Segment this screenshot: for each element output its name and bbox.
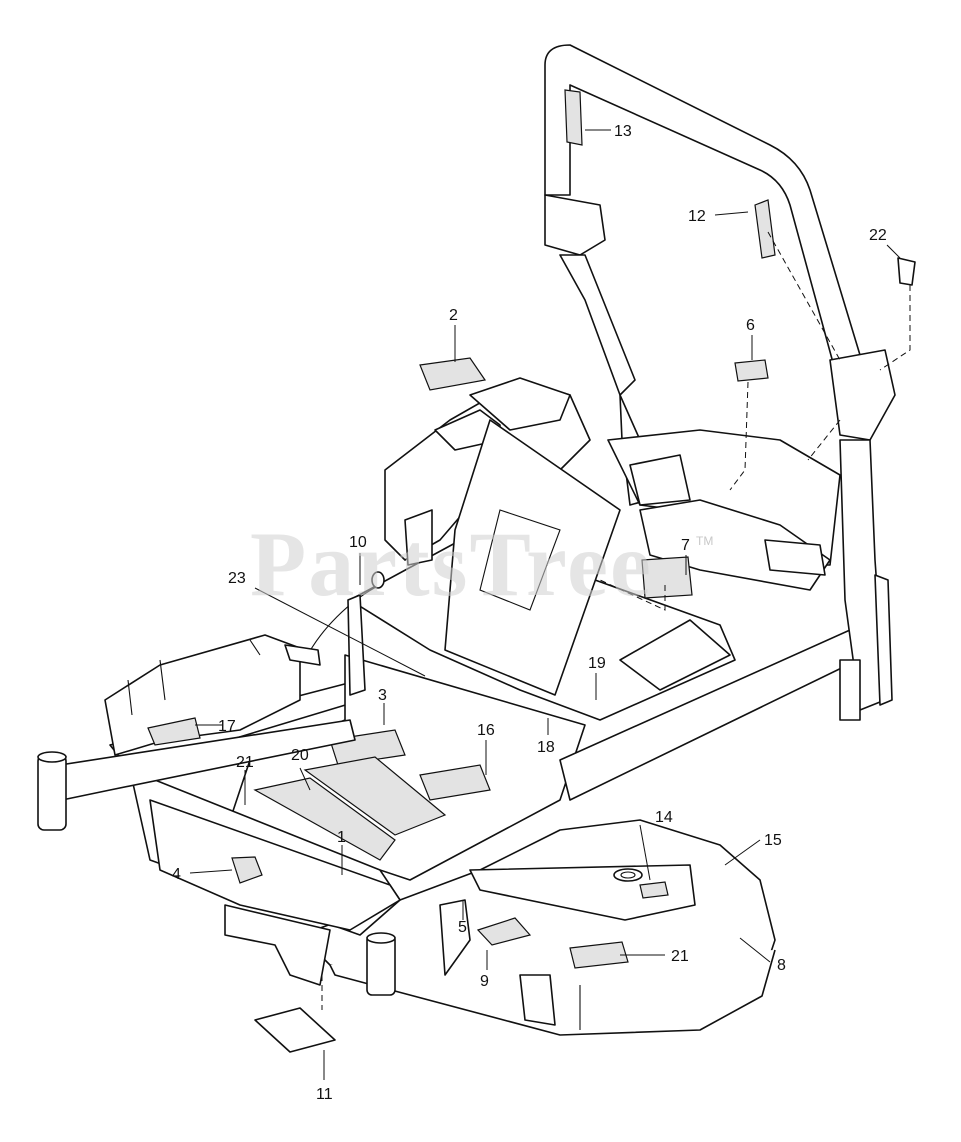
assembly-lines: [321, 231, 911, 1010]
callout-2: 2: [449, 307, 458, 324]
decal-12: [754, 199, 776, 259]
rops: [544, 44, 916, 721]
callout-13: 13: [614, 123, 632, 140]
callout-22: 22: [869, 227, 887, 244]
clip-22: [897, 257, 916, 286]
callout-21-deck: 21: [671, 948, 689, 965]
seat: [384, 357, 621, 696]
decal-14: [639, 881, 669, 899]
callout-10: 10: [349, 534, 367, 551]
callout-19: 19: [588, 655, 606, 672]
callout-11: 11: [316, 1086, 333, 1103]
decal-7: [641, 556, 693, 599]
callout-12: 12: [688, 208, 706, 225]
callout-20: 20: [291, 747, 309, 764]
rear-hood: [607, 429, 841, 599]
decal-11: [254, 1007, 336, 1053]
callout-14: 14: [655, 809, 673, 826]
callout-15: 15: [764, 832, 782, 849]
decal-2: [419, 357, 487, 391]
callout-9: 9: [480, 973, 489, 990]
callout-23: 23: [228, 570, 246, 587]
frame: [37, 534, 859, 1053]
watermark-text: PartsTree: [250, 513, 653, 615]
grip-13: [564, 89, 583, 146]
callout-21-left: 21: [236, 754, 254, 771]
decal-6: [734, 359, 769, 382]
decal-20: [253, 777, 396, 861]
callout-1: 1: [337, 829, 346, 846]
callout-6: 6: [746, 317, 755, 334]
callout-16: 16: [477, 722, 495, 739]
callout-3: 3: [378, 687, 387, 704]
watermark: PartsTree TM: [250, 513, 713, 615]
decal-9: [476, 917, 532, 946]
callout-4: 4: [172, 866, 181, 883]
callout-17: 17: [218, 718, 236, 735]
fuel-line: [284, 571, 385, 696]
leader-lines: [189, 129, 901, 1080]
watermark-trademark: TM: [696, 534, 713, 548]
mower-deck: [224, 819, 776, 1036]
decal-4: [231, 856, 263, 884]
callout-7: 7: [681, 537, 690, 554]
decal-16: [303, 756, 447, 836]
callout-8: 8: [777, 957, 786, 974]
decal-21-deck: [569, 941, 629, 969]
callout-18: 18: [537, 739, 555, 756]
decal-17: [147, 717, 201, 746]
callout-5: 5: [458, 919, 467, 936]
callout-labels: 13 12 22 2 6 10 23 7 19 3 17 18 16 21 20…: [172, 123, 887, 1103]
